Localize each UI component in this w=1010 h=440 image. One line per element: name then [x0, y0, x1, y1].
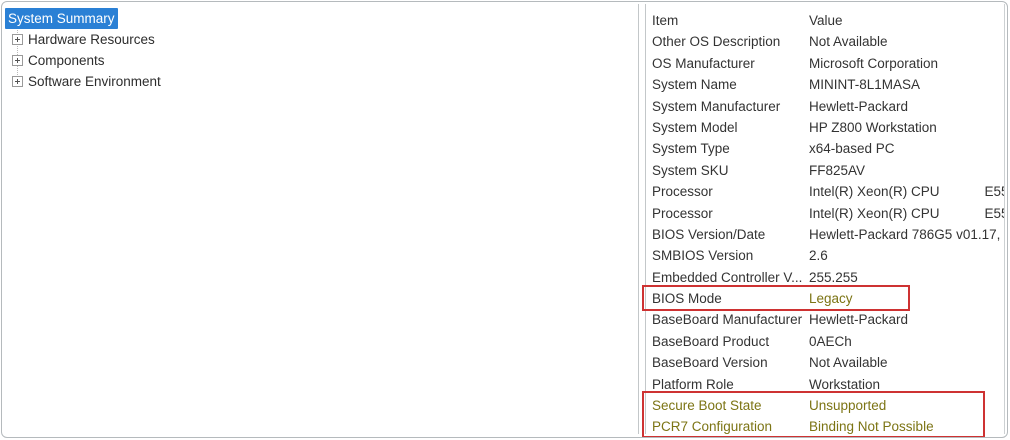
- item-cell: BaseBoard Manufacturer: [652, 312, 803, 328]
- item-cell: Processor: [652, 184, 713, 200]
- value-cell: Binding Not Possible: [809, 419, 934, 434]
- item-cell: BaseBoard Version: [652, 355, 768, 371]
- table-row[interactable]: BaseBoard Product 0AECh: [646, 331, 1004, 352]
- column-header-item[interactable]: Item: [652, 13, 679, 28]
- item-cell: System Manufacturer: [652, 98, 781, 114]
- item-cell: Other OS Description: [652, 34, 781, 50]
- table-row[interactable]: BIOS Version/Date Hewlett-Packard 786G5 v…: [646, 224, 1004, 245]
- value-cell: Hewlett-Packard: [809, 98, 909, 114]
- tree-item-components[interactable]: Components: [4, 50, 638, 71]
- value-cell: 255.255: [809, 269, 858, 285]
- table-row[interactable]: System Manufacturer Hewlett-Packard: [646, 96, 1004, 117]
- value-cell: Hewlett-Packard 786G5 v01.17, 8/: [809, 226, 1004, 242]
- table-row[interactable]: Processor Intel(R) Xeon(R) CPU E5506: [646, 203, 1004, 224]
- table-row[interactable]: Secure Boot State Unsupported: [646, 395, 1004, 416]
- tree-item-label: Components: [28, 53, 105, 68]
- value-cell: Intel(R) Xeon(R) CPU E5506: [809, 184, 1004, 200]
- column-header-value[interactable]: Value: [809, 13, 843, 28]
- item-cell: System Type: [652, 141, 730, 157]
- tree-item-hardware-resources[interactable]: Hardware Resources: [4, 29, 638, 50]
- value-cell: 2.6: [809, 248, 828, 264]
- table-row[interactable]: PCR7 Configuration Binding Not Possible: [646, 416, 1004, 434]
- value-cell: x64-based PC: [809, 141, 895, 157]
- item-cell: BaseBoard Product: [652, 333, 770, 349]
- item-cell: Secure Boot State: [652, 398, 762, 414]
- table-row[interactable]: System Type x64-based PC: [646, 138, 1004, 159]
- table-row[interactable]: BaseBoard Manufacturer Hewlett-Packard: [646, 309, 1004, 330]
- item-cell: OS Manufacturer: [652, 55, 755, 71]
- value-cell: Intel(R) Xeon(R) CPU E5506: [809, 205, 1004, 221]
- tree-item-label: Software Environment: [28, 74, 161, 89]
- value-cell: HP Z800 Workstation: [809, 119, 937, 135]
- value-cell: Not Available: [809, 34, 888, 50]
- value-cell: Unsupported: [809, 398, 887, 414]
- tree-item-system-summary[interactable]: System Summary: [4, 8, 638, 29]
- value-cell: Workstation: [809, 376, 881, 392]
- table-row[interactable]: System Name MININT-8L1MASA: [646, 74, 1004, 95]
- details-header-row: Item Value: [646, 10, 1004, 31]
- item-cell: BIOS Mode: [652, 291, 722, 307]
- table-row[interactable]: System Model HP Z800 Workstation: [646, 117, 1004, 138]
- item-cell: BIOS Version/Date: [652, 226, 766, 242]
- table-row[interactable]: SMBIOS Version 2.6: [646, 245, 1004, 266]
- item-cell: System Model: [652, 119, 738, 135]
- table-row[interactable]: OS Manufacturer Microsoft Corporation: [646, 53, 1004, 74]
- item-cell: System Name: [652, 77, 737, 93]
- value-cell: Legacy: [809, 291, 853, 307]
- expand-plus-icon[interactable]: [12, 34, 23, 45]
- value-cell: 0AECh: [809, 333, 852, 349]
- item-cell: Platform Role: [652, 376, 734, 392]
- table-row[interactable]: BaseBoard Version Not Available: [646, 352, 1004, 373]
- table-row[interactable]: Processor Intel(R) Xeon(R) CPU E5506: [646, 181, 1004, 202]
- table-row[interactable]: Platform Role Workstation: [646, 374, 1004, 395]
- table-row[interactable]: Embedded Controller V... 255.255: [646, 267, 1004, 288]
- table-row[interactable]: System SKU FF825AV: [646, 160, 1004, 181]
- tree-item-label: System Summary: [5, 8, 118, 29]
- expand-plus-icon[interactable]: [12, 55, 23, 66]
- value-cell: MININT-8L1MASA: [809, 77, 921, 93]
- expand-plus-icon[interactable]: [12, 76, 23, 87]
- value-cell: Not Available: [809, 355, 888, 371]
- item-cell: PCR7 Configuration: [652, 419, 773, 434]
- item-cell: System SKU: [652, 162, 729, 178]
- tree-item-label: Hardware Resources: [28, 32, 155, 47]
- table-row[interactable]: BIOS Mode Legacy: [646, 288, 1004, 309]
- item-cell: Processor: [652, 205, 713, 221]
- tree-connector-line: [17, 26, 18, 83]
- value-cell: Microsoft Corporation: [809, 55, 939, 71]
- tree-item-software-environment[interactable]: Software Environment: [4, 71, 638, 92]
- value-cell: Hewlett-Packard: [809, 312, 909, 328]
- value-cell: FF825AV: [809, 162, 866, 178]
- item-cell: SMBIOS Version: [652, 248, 754, 264]
- item-cell: Embedded Controller V...: [652, 269, 803, 285]
- table-row[interactable]: Other OS Description Not Available: [646, 31, 1004, 52]
